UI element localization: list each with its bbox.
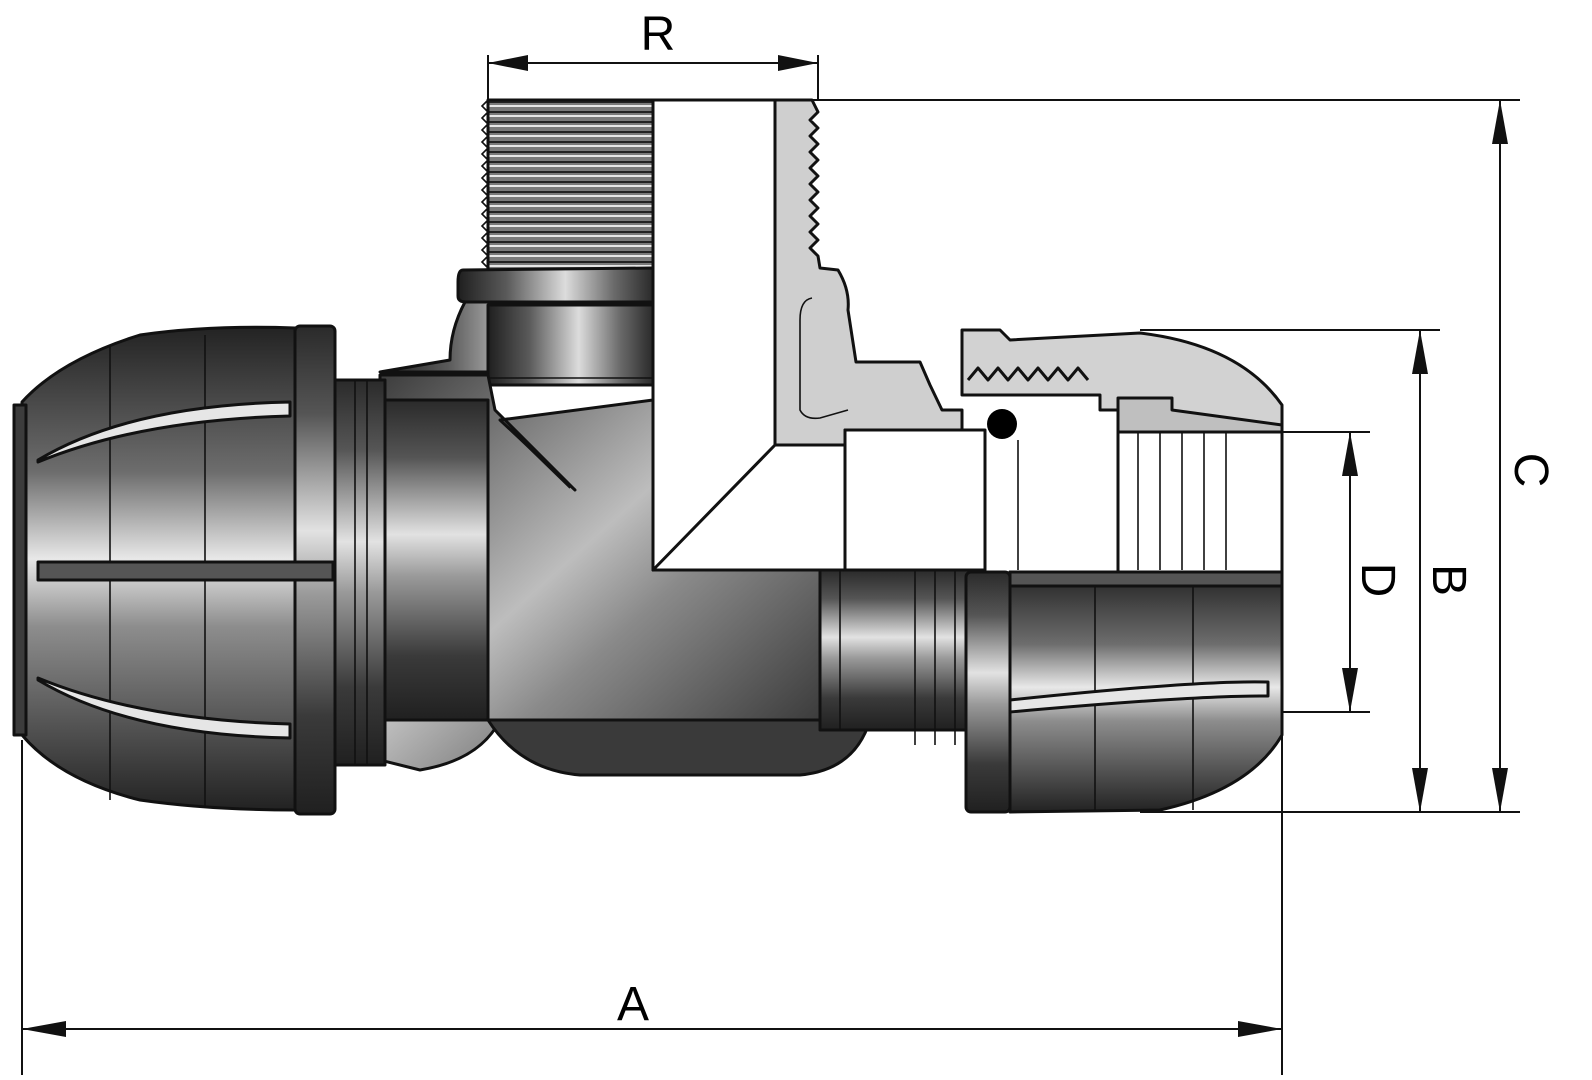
threaded-branch [378,98,655,387]
dimension-lines [21,55,1520,1075]
left-compression-nut [12,324,387,816]
dimension-label-b: B [1422,564,1475,596]
tee-body [378,373,872,777]
dimension-label-d: D [1351,563,1404,598]
o-ring [987,409,1017,439]
right-compression-nut [818,568,1284,814]
section-view [651,98,1284,574]
dimension-label-c: C [1504,453,1557,488]
dimension-label-a: A [617,978,649,1031]
dimension-label-r: R [641,8,676,61]
